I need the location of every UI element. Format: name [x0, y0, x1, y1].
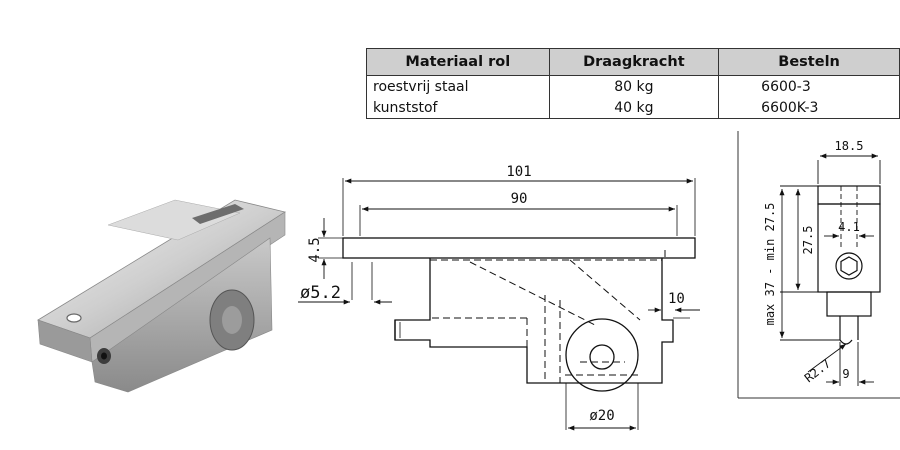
front-dimension-lines [298, 178, 700, 431]
dim-height-range: max 37 - min 27.5 [763, 203, 777, 326]
cell-material: kunststof [366, 97, 550, 119]
product-photo [37, 199, 287, 393]
table-row: roestvrij staal 80 kg 6600-3 [366, 75, 900, 97]
header-bestelnummer: Besteln [718, 48, 900, 76]
dim-top-width: 18.5 [835, 139, 864, 153]
dim-overall-length: 101 [506, 164, 531, 180]
dim-side-offset: 10 [668, 291, 685, 307]
side-view-drawing [817, 185, 881, 345]
header-materiaal: Materiaal rol [366, 48, 550, 76]
cell-material: roestvrij staal [366, 75, 550, 97]
dim-wheel-diameter: ø20 [589, 408, 614, 424]
front-view-drawing [318, 178, 696, 430]
cell-capacity: 40 kg [548, 97, 720, 119]
cell-order-number: 6600-3 [718, 75, 900, 97]
spec-table: Materiaal rol Draagkracht Besteln roestv… [366, 48, 900, 119]
table-row: kunststof 40 kg 6600K-3 [366, 97, 900, 119]
cell-order-number: 6600K-3 [718, 97, 900, 119]
side-dimension-lines [779, 153, 881, 386]
dim-base-width: 9 [842, 367, 849, 381]
dim-hole-diameter: ø5.2 [300, 283, 341, 303]
dim-inner-length: 90 [511, 191, 528, 207]
dim-radius: R2.7 [802, 356, 833, 385]
cell-capacity: 80 kg [548, 75, 720, 97]
dim-plate-thickness: 4.5 [307, 237, 323, 262]
side-view-box [737, 131, 900, 399]
dim-hex-size: 4.1 [838, 220, 860, 234]
dim-height: 27.5 [801, 226, 815, 255]
table-header-row: Materiaal rol Draagkracht Besteln [366, 48, 900, 76]
